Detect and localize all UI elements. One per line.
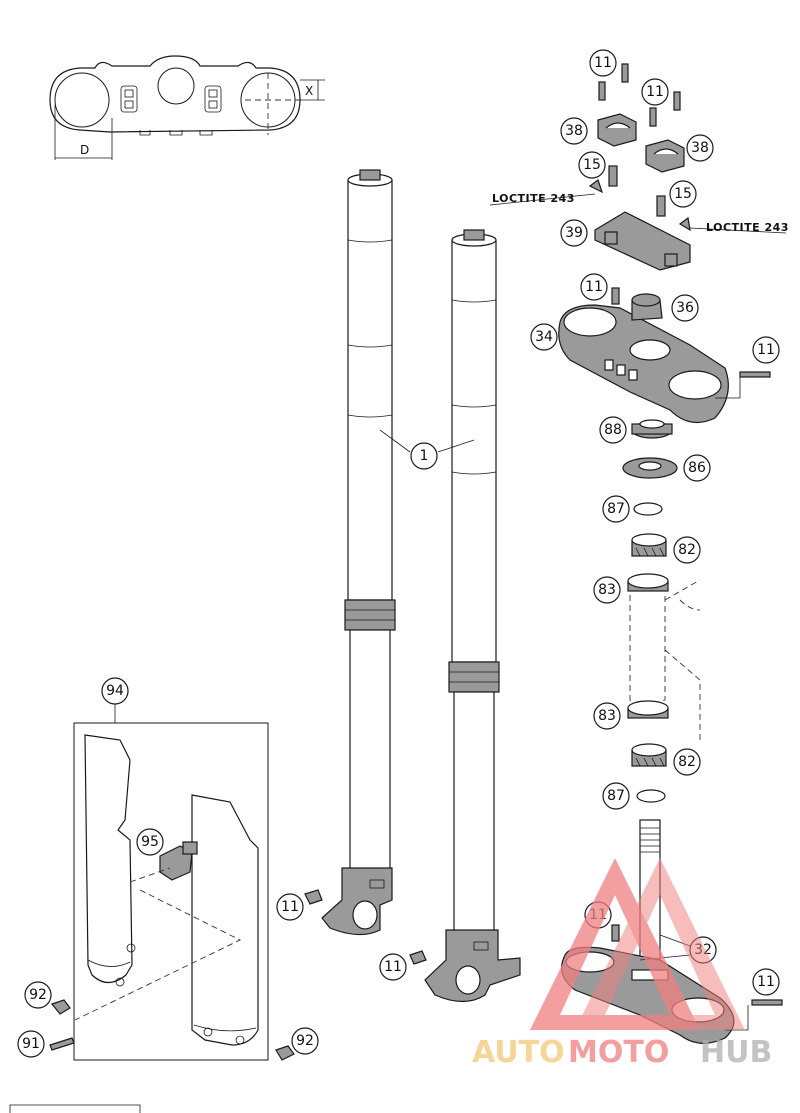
callout-label-91: 91 <box>22 1036 40 1052</box>
triple-clamp-detail: X D <box>49 55 325 160</box>
callout-label-92: 92 <box>29 987 47 1003</box>
callout-label-92: 92 <box>296 1033 314 1049</box>
bolt-15-right: 15 LOCTITE 243 <box>656 180 789 234</box>
callout-label-11: 11 <box>281 899 299 915</box>
callout-label-11: 11 <box>757 342 775 358</box>
watermark-logo: AUTO MOTO HUB <box>472 858 772 1070</box>
callout-label-95: 95 <box>141 834 159 850</box>
dimension-x-label: X <box>305 84 313 98</box>
callout-label-82: 82 <box>678 542 696 558</box>
nut-92-left: 92 <box>24 981 71 1015</box>
callout-label-11: 11 <box>585 279 603 295</box>
fork-leg-right <box>424 229 521 1003</box>
dimension-d-label: D <box>80 143 89 157</box>
callout-1: 1 <box>379 429 475 470</box>
callout-label-38: 38 <box>565 123 583 139</box>
callout-label-87: 87 <box>607 788 625 804</box>
callout-label-38: 38 <box>691 140 709 156</box>
handlebar-clamp-bolts: 11 11 <box>589 49 681 127</box>
callout-94: 94 <box>101 677 129 705</box>
steering-head-frame <box>629 579 701 740</box>
callout-label-1: 1 <box>420 448 429 464</box>
handlebar-clamp-38-left: 38 <box>560 113 637 147</box>
callout-label-88: 88 <box>604 422 622 438</box>
watermark-moto: MOTO <box>568 1035 669 1070</box>
loctite-note-right: LOCTITE 243 <box>706 221 789 234</box>
callout-label-87: 87 <box>607 501 625 517</box>
upper-triple-clamp-34: 34 11 36 11 <box>530 273 780 424</box>
fork-leg-left <box>321 169 396 936</box>
callout-95: 95 <box>136 828 164 856</box>
callout-label-15: 15 <box>674 186 692 202</box>
nut-92-right: 92 <box>275 1027 319 1061</box>
seal-87-lower: 87 <box>602 782 666 810</box>
callout-label-15: 15 <box>583 157 601 173</box>
callout-label-34: 34 <box>535 329 553 345</box>
callout-label-82: 82 <box>678 754 696 770</box>
bolt-91: 91 <box>17 1030 75 1058</box>
nut-88: 88 <box>599 416 673 444</box>
bearing-race-83-upper: 83 <box>593 573 669 604</box>
seal-87-upper: 87 <box>602 495 663 523</box>
callout-label-11: 11 <box>646 84 664 100</box>
callout-label-11: 11 <box>594 55 612 71</box>
fork-protector-box: 94 95 <box>73 677 269 1061</box>
callout-label-11: 11 <box>757 974 775 990</box>
callout-label-36: 36 <box>676 300 694 316</box>
callout-label-94: 94 <box>106 683 124 699</box>
bearing-82-lower: 82 <box>631 743 701 776</box>
callout-label-83: 83 <box>598 582 616 598</box>
watermark-auto: AUTO <box>472 1035 565 1070</box>
loctite-note-left: LOCTITE 243 <box>492 192 575 205</box>
washer-86: 86 <box>622 454 711 482</box>
bearing-race-83-lower: 83 <box>593 700 669 730</box>
bearing-82-upper: 82 <box>631 533 701 564</box>
bolt-15-left: 15 LOCTITE 243 <box>489 151 618 206</box>
bolt-11-fork-left: 11 <box>276 889 323 921</box>
part-number-frame <box>9 1104 141 1113</box>
callout-label-39: 39 <box>565 225 583 241</box>
callout-label-83: 83 <box>598 708 616 724</box>
watermark-hub: HUB <box>700 1035 772 1070</box>
clamp-base-39: 39 <box>560 211 691 271</box>
handlebar-clamp-38-right: 38 <box>645 134 714 173</box>
bolt-11-fork-right: 11 <box>379 950 427 981</box>
callout-label-11: 11 <box>384 959 402 975</box>
callout-label-86: 86 <box>688 460 706 476</box>
